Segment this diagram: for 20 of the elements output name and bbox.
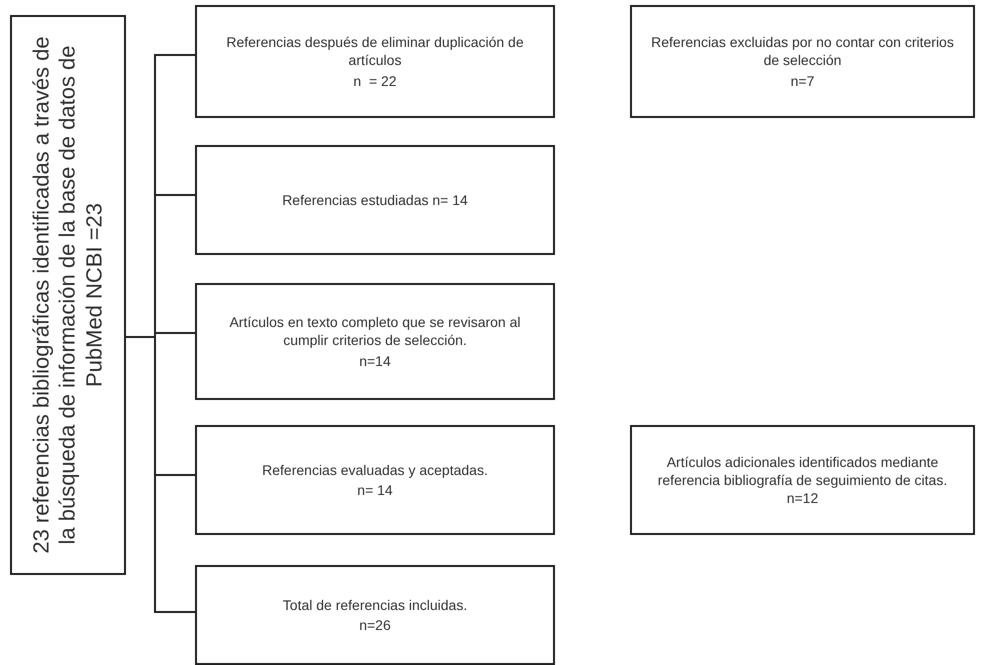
node-text: Artículos en texto completo que se revisaron al cumplir criterios de selección. — [228, 313, 522, 350]
node-text: Total de referencias incluidas. — [282, 596, 468, 614]
process-box — [630, 425, 975, 535]
source-box — [10, 15, 126, 575]
connector-line — [126, 336, 195, 613]
node-text: Artículos adicionales identificados mediante referencia bibliografía de seguimiento de citas. n=12 — [656, 452, 948, 508]
process-box — [195, 565, 555, 665]
node-text: n= 14 — [357, 481, 393, 500]
node-text: Referencias evaluadas y aceptadas. — [262, 460, 488, 479]
process-box — [195, 145, 555, 255]
node-text: n = 22 — [353, 72, 397, 90]
node-text: n=14 — [359, 352, 391, 370]
node-text: Referencias estudiadas n= 14 — [282, 190, 468, 210]
process-box — [195, 425, 555, 535]
node-text: n=26 — [359, 616, 391, 634]
process-box — [195, 5, 555, 118]
node-text: 23 referencias bibliográficas identificadas a través de la búsqueda de información de la base de datos de PubMed NCBI =23 — [28, 35, 108, 556]
process-box — [195, 283, 555, 400]
node-text: n=7 — [790, 72, 814, 90]
process-box — [630, 5, 975, 118]
